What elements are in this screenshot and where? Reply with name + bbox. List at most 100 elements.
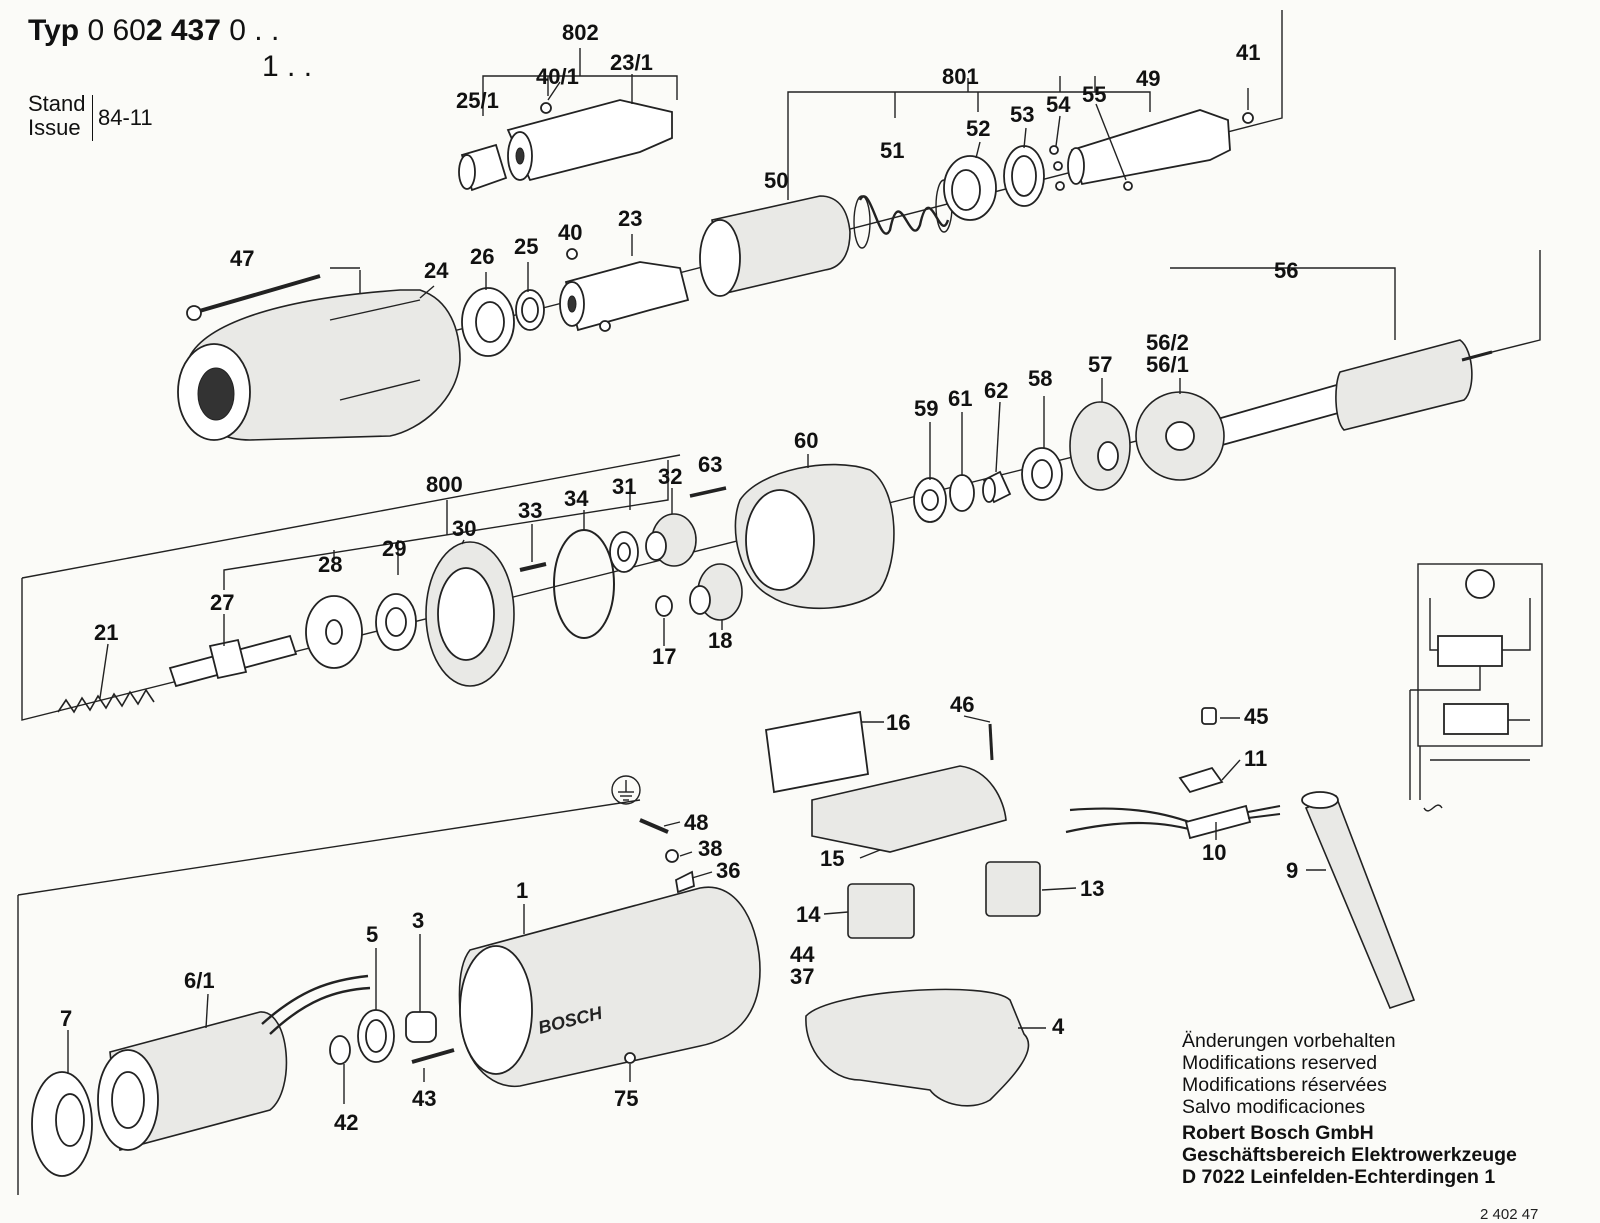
part-23-spindle: [559, 261, 690, 332]
label-3: 3: [412, 908, 424, 933]
part-4-handle-shell: [805, 988, 1030, 1107]
modifications-notes: Änderungen vorbehalten Modifications res…: [1182, 1030, 1396, 1118]
label-50: 50: [764, 168, 788, 193]
part-54-balls: [1049, 145, 1065, 191]
label-25: 25: [514, 234, 538, 259]
company-location: D 7022 Leinfelden-Echterdingen 1: [1182, 1166, 1496, 1188]
label-17: 17: [652, 644, 676, 669]
part-7-washer: [31, 1071, 93, 1177]
note-line-es: Salvo modificaciones: [1182, 1096, 1366, 1118]
part-56-1-fan: [1135, 391, 1225, 481]
label-25-1: 25/1: [456, 88, 499, 113]
part-41-ball: [1242, 112, 1254, 124]
part-31-bearing: [609, 531, 639, 573]
label-10: 10: [1202, 840, 1226, 865]
part-25-1-bushing: [458, 143, 508, 192]
type-bold: 2 437: [145, 14, 221, 47]
note-line-fr: Modifications réservées: [1182, 1074, 1387, 1096]
label-60: 60: [794, 428, 818, 453]
part-16-rating-plate: [764, 710, 870, 794]
label-14: 14: [796, 902, 821, 927]
label-75: 75: [614, 1086, 638, 1111]
company-name: Robert Bosch GmbH: [1182, 1122, 1374, 1144]
part-23-1-spindle: [506, 99, 673, 182]
label-5: 5: [366, 922, 378, 947]
label-11: 11: [1244, 746, 1267, 771]
label-63: 63: [698, 452, 722, 477]
part-52-cup: [943, 155, 997, 221]
label-29: 29: [382, 536, 406, 561]
part-9-cable-guard: [1301, 791, 1416, 1009]
label-28: 28: [318, 552, 342, 577]
part-17-washer: [655, 595, 673, 617]
label-32: 32: [658, 464, 682, 489]
part-60-motor-housing-flange: [734, 463, 895, 610]
leader-lines: [67, 74, 1326, 1104]
part-55-ball: [1123, 181, 1133, 191]
part-30-gear-flange: [425, 541, 515, 687]
part-40-ball: [566, 248, 578, 260]
part-27-shaft: [168, 634, 298, 688]
label-56: 56: [1274, 258, 1298, 283]
label-4: 4: [1052, 1014, 1065, 1039]
stand-value: 84-11: [98, 105, 153, 130]
label-13: 13: [1080, 876, 1104, 901]
part-26-bearing: [461, 287, 515, 357]
stand-divider: [92, 95, 93, 141]
note-line-de: Änderungen vorbehalten: [1182, 1030, 1396, 1052]
type-number-line2: 1 . .: [262, 50, 313, 83]
label-34: 34: [564, 486, 589, 511]
label-6-1: 6/1: [184, 968, 215, 993]
label-802: 802: [562, 20, 599, 45]
label-52: 52: [966, 116, 990, 141]
part-29-bearing: [375, 593, 417, 651]
part-15-switch-cover: [811, 765, 1007, 853]
part-18-gear: [689, 563, 743, 621]
part-33-screw: [519, 562, 547, 572]
label-26: 26: [470, 244, 494, 269]
label-47: 47: [230, 246, 254, 271]
label-15: 15: [820, 846, 844, 871]
label-58: 58: [1028, 366, 1052, 391]
label-51: 51: [880, 138, 904, 163]
part-49-shaft: [1067, 109, 1231, 186]
label-31: 31: [612, 474, 636, 499]
label-40: 40: [558, 220, 582, 245]
label-30: 30: [452, 516, 476, 541]
part-42-bushing: [329, 1035, 351, 1065]
part-63-screw: [689, 486, 727, 498]
part-24-gear-housing: [177, 289, 461, 441]
type-word: Typ: [28, 14, 80, 47]
part-21-spring: [57, 688, 155, 714]
label-48: 48: [684, 810, 708, 835]
part-40-ball-2: [599, 320, 611, 332]
company-division: Geschäftsbereich Elektrowerkzeuge: [1182, 1144, 1517, 1166]
label-7: 7: [60, 1006, 72, 1031]
label-54: 54: [1046, 92, 1071, 117]
label-45: 45: [1244, 704, 1268, 729]
part-57-bearing-plate: [1069, 401, 1131, 491]
label-61: 61: [948, 386, 972, 411]
part-50-clutch-sleeve: [699, 195, 851, 297]
stand-label-de: Stand: [28, 91, 86, 116]
part-labels: 802 23/1 40/1 25/1 801 41 49 55 54 53 52…: [60, 20, 1298, 1135]
part-62-sleeve: [982, 470, 1012, 504]
label-44: 44: [790, 942, 815, 967]
part-14-switch: [847, 883, 915, 939]
label-59: 59: [914, 396, 938, 421]
type-prefix: 0 60: [87, 14, 146, 47]
part-25-bushing: [515, 289, 545, 331]
label-38: 38: [698, 836, 722, 861]
type-number: Typ 0 602 437 0 . .: [28, 14, 279, 48]
company-address: Robert Bosch GmbH Geschäftsbereich Elekt…: [1182, 1122, 1517, 1188]
label-800: 800: [426, 472, 463, 497]
label-18: 18: [708, 628, 732, 653]
stand-label-en: Issue: [28, 115, 81, 140]
type-suffix: 0 . .: [229, 14, 280, 47]
part-11-clamp: [1178, 766, 1224, 794]
part-43-screw: [411, 1048, 455, 1064]
part-10-cable: [1065, 804, 1281, 840]
part-58-bearing: [1021, 447, 1063, 501]
part-28-plate: [305, 595, 363, 669]
